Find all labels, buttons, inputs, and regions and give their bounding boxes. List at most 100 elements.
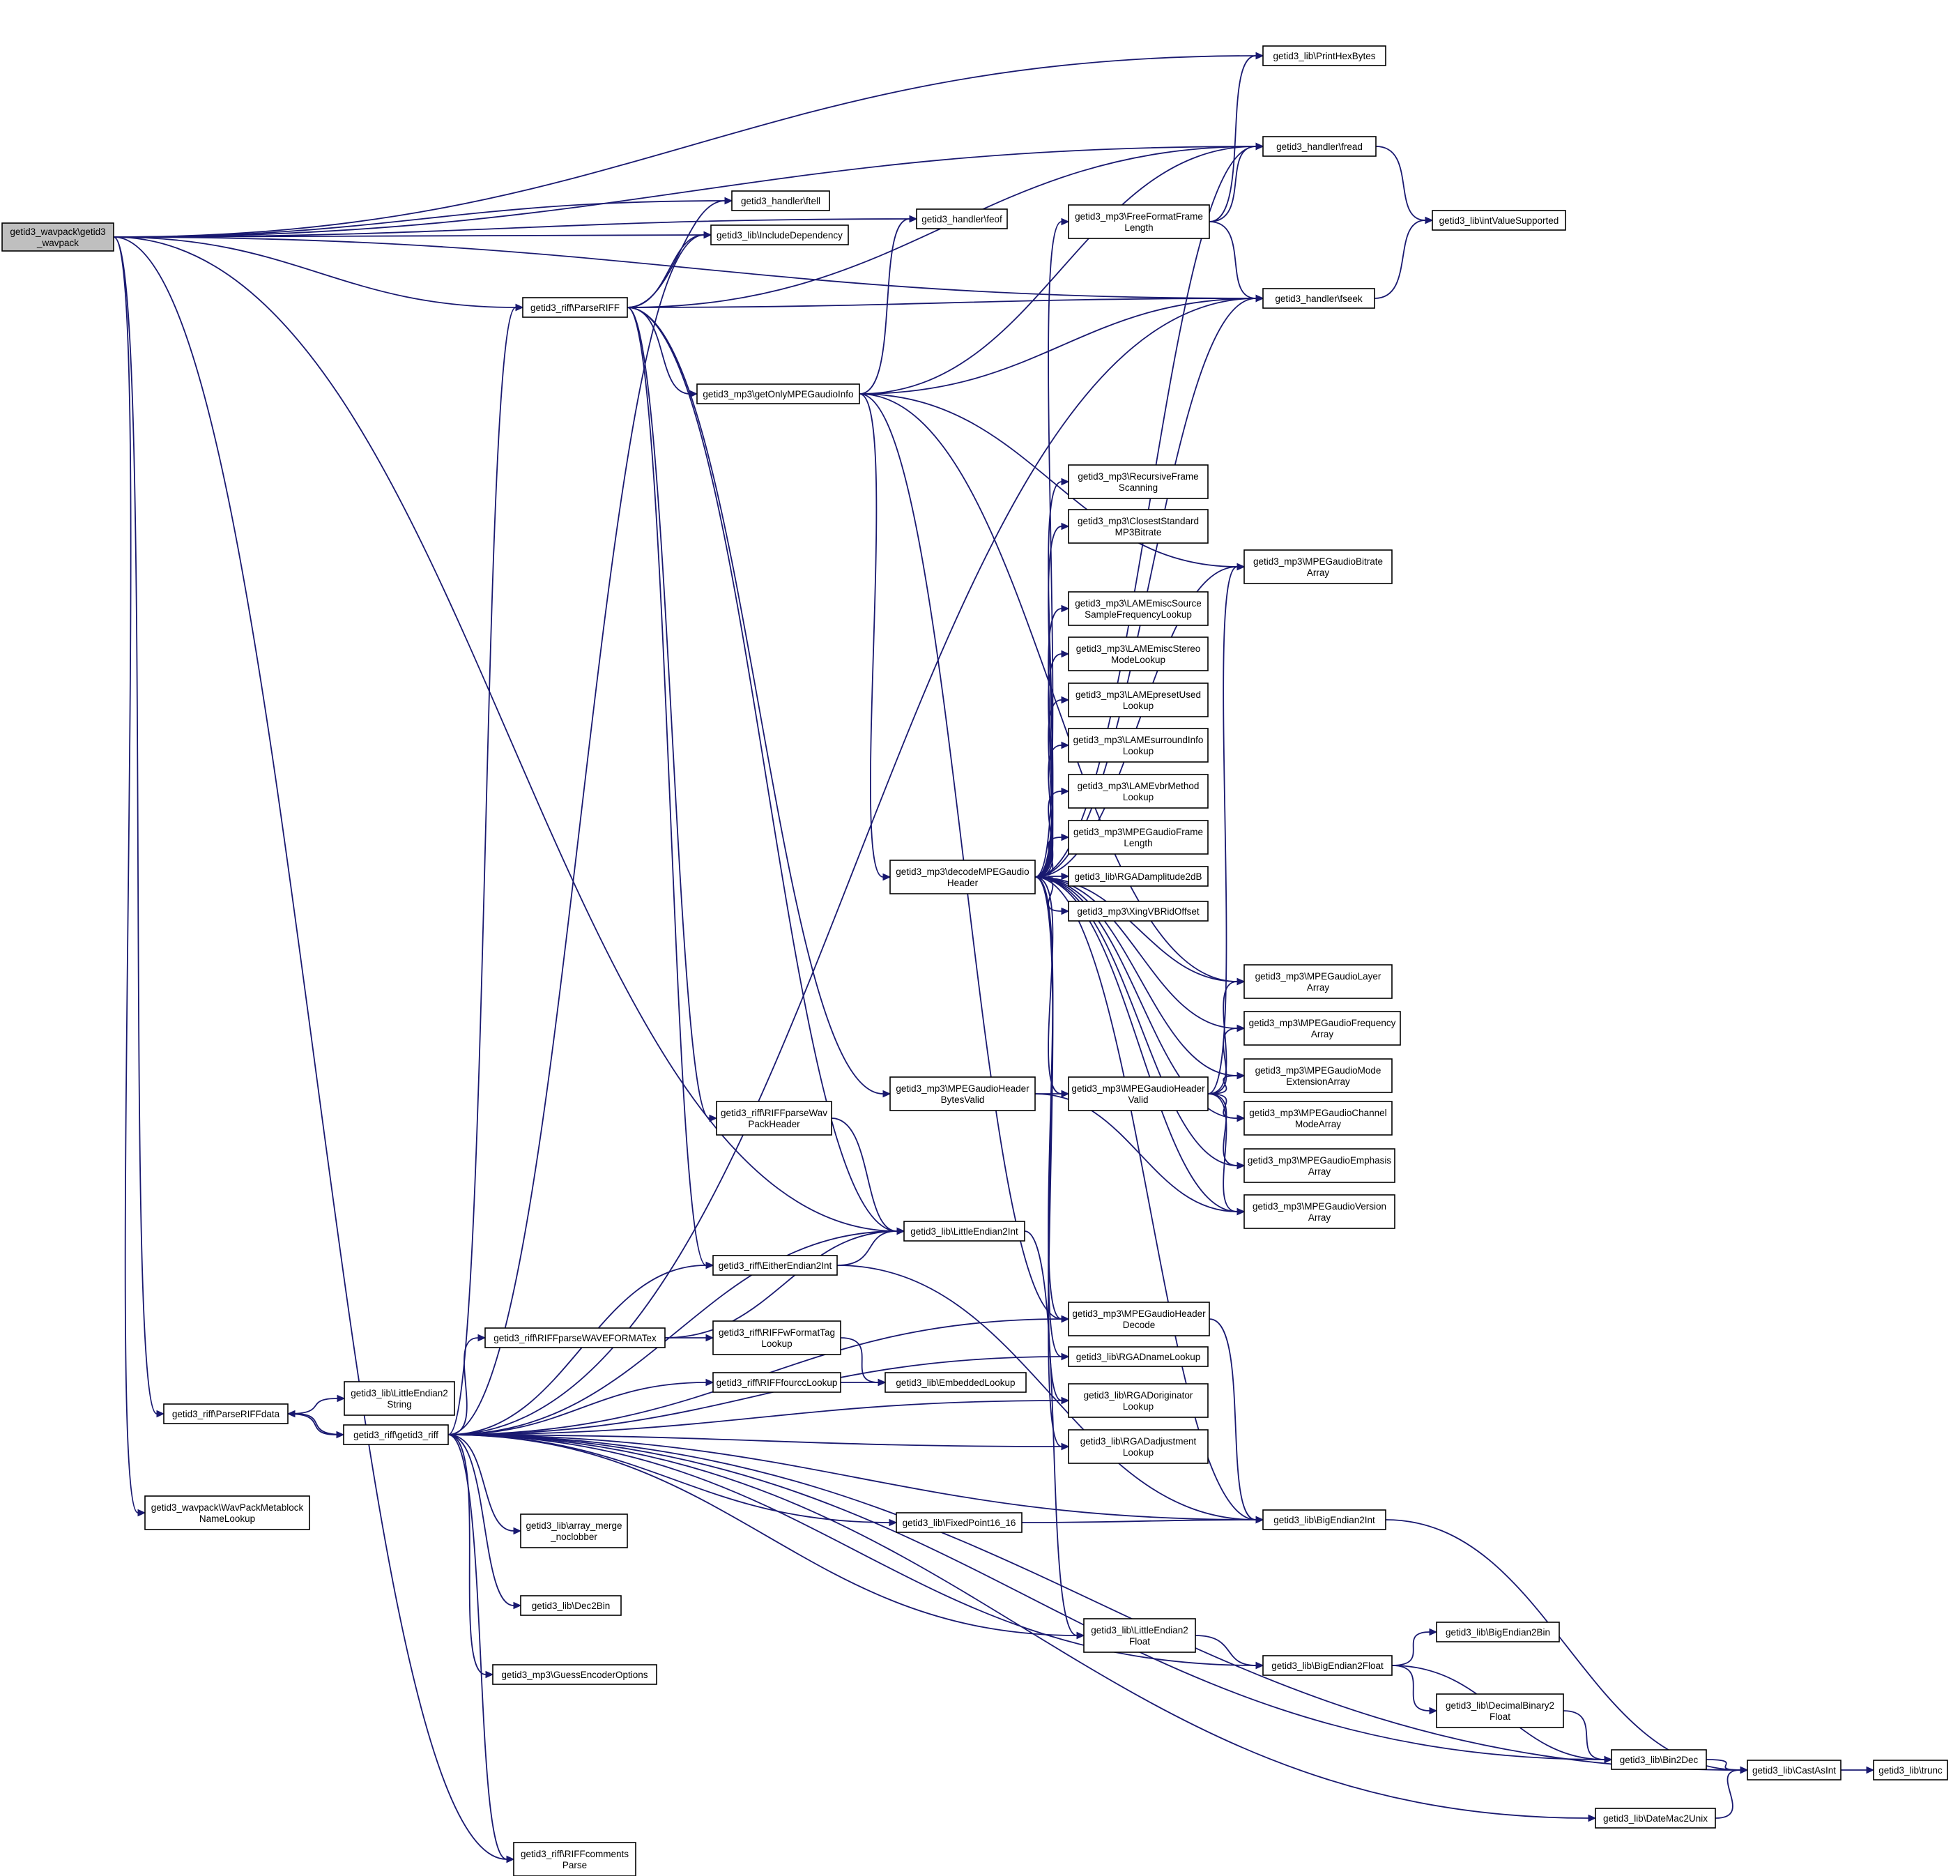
graph-node-datemac[interactable]: getid3_lib\DateMac2Unix bbox=[1595, 1808, 1716, 1829]
node-box bbox=[1068, 820, 1209, 855]
graph-node-fourcc[interactable]: getid3_riff\RIFFfourccLookup bbox=[712, 1372, 841, 1393]
edge-line bbox=[447, 1434, 514, 1606]
graph-node-be2float[interactable]: getid3_lib\BigEndian2Float bbox=[1262, 1655, 1393, 1676]
graph-node-parseriffdata[interactable]: getid3_riff\ParseRIFFdata bbox=[163, 1403, 289, 1424]
arrowhead bbox=[286, 1410, 296, 1418]
graph-node-embedded[interactable]: getid3_lib\EmbeddedLookup bbox=[885, 1372, 1027, 1393]
node-label: Float bbox=[1490, 1711, 1510, 1722]
graph-node-fread[interactable]: getid3_handler\fread bbox=[1262, 136, 1377, 157]
graph-node-printhex[interactable]: getid3_lib\PrintHexBytes bbox=[1262, 45, 1386, 66]
graph-node-rgadamp[interactable]: getid3_lib\RGADamplitude2dB bbox=[1068, 866, 1209, 887]
arrowhead bbox=[1061, 1352, 1070, 1361]
graph-node-getonly[interactable]: getid3_mp3\getOnlyMPEGaudioInfo bbox=[696, 383, 860, 404]
node-label: SampleFrequencyLookup bbox=[1085, 609, 1192, 620]
graph-node-fseek[interactable]: getid3_handler\fseek bbox=[1262, 288, 1375, 309]
node-box bbox=[1068, 464, 1209, 499]
graph-node-lamemisc[interactable]: getid3_mp3\LAMEmiscSourceSampleFrequency… bbox=[1068, 591, 1209, 626]
graph-node-getid3riff[interactable]: getid3_riff\getid3_riff bbox=[343, 1424, 449, 1445]
graph-node-parseriff[interactable]: getid3_riff\ParseRIFF bbox=[522, 297, 628, 318]
node-label: getid3_lib\RGADamplitude2dB bbox=[1074, 871, 1202, 882]
edge-getid3riff-to-fixedpoint bbox=[447, 1434, 898, 1527]
node-label: getid3_handler\fseek bbox=[1275, 293, 1363, 304]
graph-node-incdep[interactable]: getid3_lib\IncludeDependency bbox=[710, 224, 849, 245]
edge-line bbox=[831, 1118, 898, 1232]
graph-node-intvalsup[interactable]: getid3_lib\intValueSupported bbox=[1432, 210, 1566, 231]
arrowhead bbox=[477, 1334, 487, 1342]
graph-node-dec2bin[interactable]: getid3_lib\Dec2Bin bbox=[520, 1595, 622, 1616]
graph-node-fixedpoint[interactable]: getid3_lib\FixedPoint16_16 bbox=[896, 1512, 1023, 1533]
edge-hdecode-to-be2int bbox=[1209, 1318, 1264, 1524]
node-label: ModeLookup bbox=[1111, 655, 1165, 665]
node-box bbox=[1436, 1693, 1564, 1728]
graph-node-castasint[interactable]: getid3_lib\CastAsInt bbox=[1747, 1760, 1842, 1780]
graph-node-be2bin[interactable]: getid3_lib\BigEndian2Bin bbox=[1436, 1622, 1560, 1642]
node-label: getid3_lib\Bin2Dec bbox=[1620, 1755, 1699, 1765]
graph-node-root[interactable]: getid3_wavpack\getid3_wavpack bbox=[1, 222, 114, 252]
edge-line bbox=[1207, 1075, 1238, 1095]
graph-node-rgadname[interactable]: getid3_lib\RGADnameLookup bbox=[1068, 1346, 1209, 1367]
node-box bbox=[1068, 682, 1209, 717]
arrowhead bbox=[1255, 1516, 1264, 1524]
graph-node-ftell[interactable]: getid3_handler\ftell bbox=[731, 190, 830, 211]
edge-line bbox=[113, 218, 910, 238]
graph-node-waveformatex[interactable]: getid3_riff\RIFFparseWAVEFORMATex bbox=[484, 1327, 666, 1348]
graph-node-le2int[interactable]: getid3_lib\LittleEndian2Int bbox=[903, 1221, 1025, 1242]
graph-node-metablock[interactable]: getid3_wavpack\WavPackMetablockNameLooku… bbox=[144, 1495, 310, 1530]
edge-line bbox=[113, 236, 1257, 299]
node-box bbox=[1595, 1808, 1716, 1829]
arrowhead bbox=[1237, 1161, 1246, 1170]
graph-node-trunc[interactable]: getid3_lib\trunc bbox=[1873, 1760, 1948, 1780]
node-label: getid3_lib\Dec2Bin bbox=[532, 1601, 611, 1611]
edge-parseriff-to-bytesvalid bbox=[627, 307, 891, 1098]
edge-line bbox=[447, 1434, 1741, 1771]
node-label: PackHeader bbox=[748, 1119, 800, 1129]
graph-node-guessenc[interactable]: getid3_mp3\GuessEncoderOptions bbox=[492, 1664, 657, 1685]
node-label: getid3_mp3\MPEGaudioMode bbox=[1255, 1065, 1381, 1076]
arrowhead bbox=[1061, 1090, 1070, 1098]
node-label: getid3_handler\feof bbox=[921, 214, 1002, 224]
node-label: Float bbox=[1129, 1636, 1150, 1647]
graph-node-arraymerge[interactable]: getid3_lib\array_merge_noclobber bbox=[520, 1513, 628, 1548]
graph-node-bin2dec[interactable]: getid3_lib\Bin2Dec bbox=[1611, 1749, 1707, 1770]
node-box bbox=[1068, 901, 1209, 922]
edge-line bbox=[447, 1434, 514, 1532]
arrowhead bbox=[1061, 872, 1070, 880]
graph-node-either[interactable]: getid3_riff\EitherEndian2Int bbox=[712, 1255, 838, 1276]
node-label: getid3_wavpack\getid3 bbox=[10, 227, 105, 237]
edge-line bbox=[1706, 1759, 1741, 1771]
graph-node-feof[interactable]: getid3_handler\feof bbox=[916, 208, 1008, 229]
graph-node-xing[interactable]: getid3_mp3\XingVBRidOffset bbox=[1068, 901, 1209, 922]
node-box bbox=[696, 383, 860, 404]
graph-node-be2int[interactable]: getid3_lib\BigEndian2Int bbox=[1262, 1509, 1386, 1530]
node-label: getid3_mp3\RecursiveFrame bbox=[1078, 471, 1198, 482]
edge-line bbox=[859, 218, 910, 395]
arrowhead bbox=[705, 1261, 714, 1269]
